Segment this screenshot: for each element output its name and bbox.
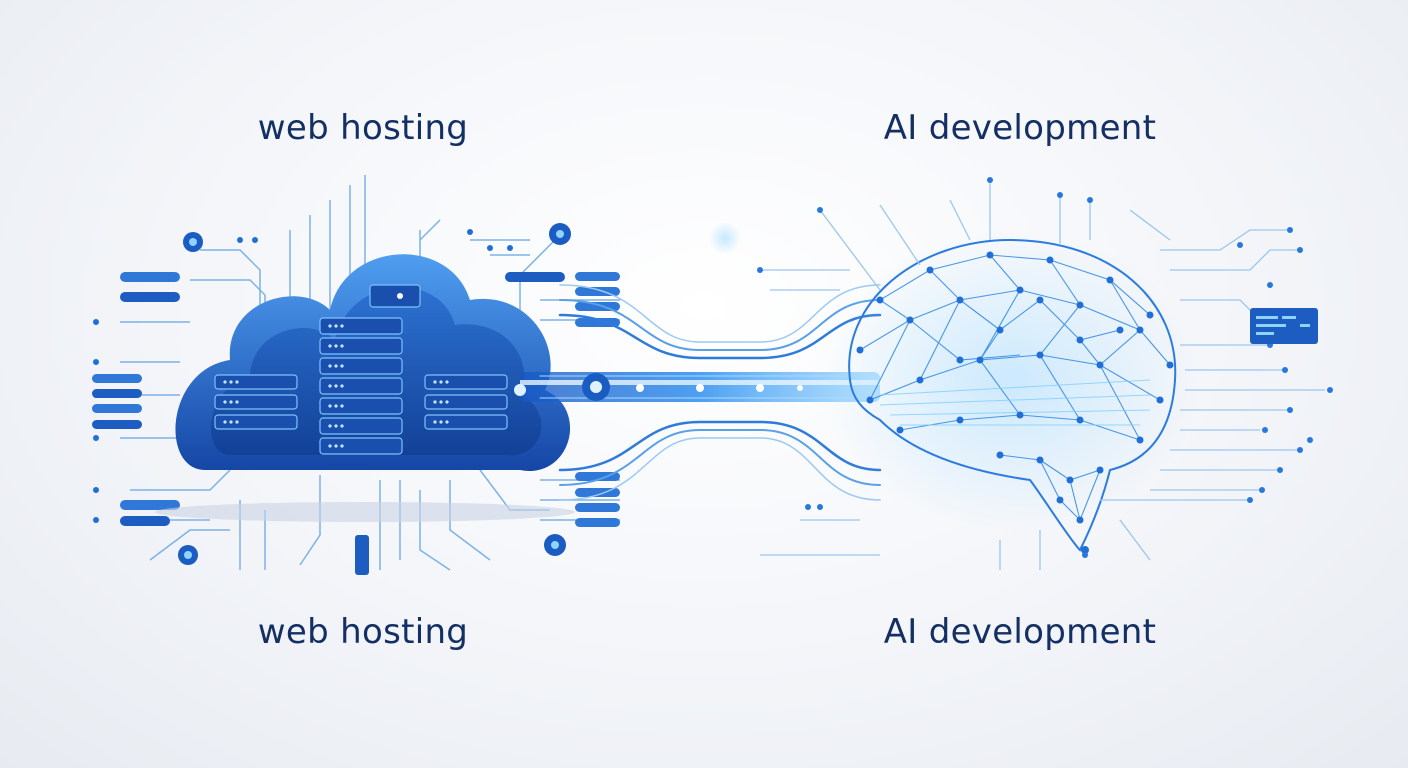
- brain-network-icon: [820, 230, 1200, 554]
- server-lights: [223, 293, 449, 448]
- ai-development-heading-bottom: AI development: [883, 612, 1157, 652]
- server-rack-icon: [214, 284, 508, 455]
- right-data-card: [1250, 308, 1318, 344]
- right-circuit-lines-icon: [760, 180, 1325, 570]
- web-hosting-heading-bottom: web hosting: [257, 612, 469, 652]
- beam-nodes: [514, 222, 803, 401]
- web-hosting-heading-top: web hosting: [257, 108, 469, 148]
- left-connector-dots: [93, 223, 571, 565]
- ai-development-heading-top: AI development: [883, 108, 1157, 148]
